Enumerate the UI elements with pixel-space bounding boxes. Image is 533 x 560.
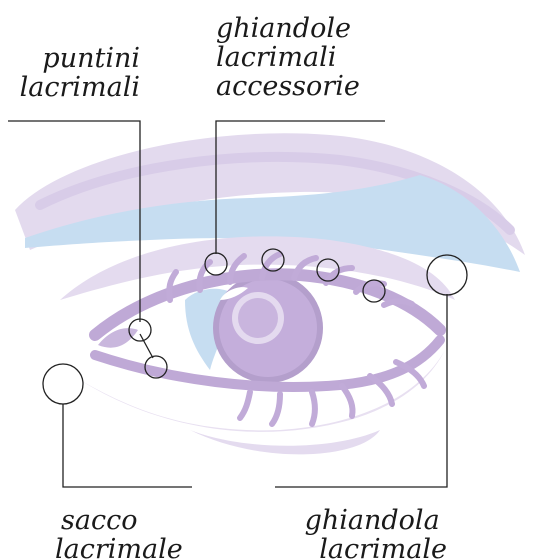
label-line: lacrimali	[20, 73, 140, 102]
label-line: ghiandola	[297, 506, 447, 535]
label-line: sacco	[55, 506, 183, 535]
label-line: lacrimale	[297, 535, 447, 560]
label-puntini-lacrimali: puntini lacrimali	[20, 44, 140, 102]
label-ghiandola-lacrimale: ghiandola lacrimale	[297, 506, 447, 560]
pupil-core	[238, 298, 278, 338]
label-sacco-lacrimale: sacco lacrimale	[55, 506, 183, 560]
label-ghiandole-lacrimali-accessorie: ghiandole lacrimali accessorie	[216, 14, 360, 101]
label-line: puntini	[20, 44, 140, 73]
label-line: lacrimali	[216, 43, 360, 72]
label-line: lacrimale	[55, 535, 183, 560]
label-line: accessorie	[216, 72, 360, 101]
marker-sacco	[43, 364, 83, 404]
under-eye-wash	[190, 430, 380, 454]
leader-sacco	[63, 404, 192, 487]
leader-puntini-link	[140, 334, 153, 358]
label-line: ghiandole	[216, 14, 360, 43]
